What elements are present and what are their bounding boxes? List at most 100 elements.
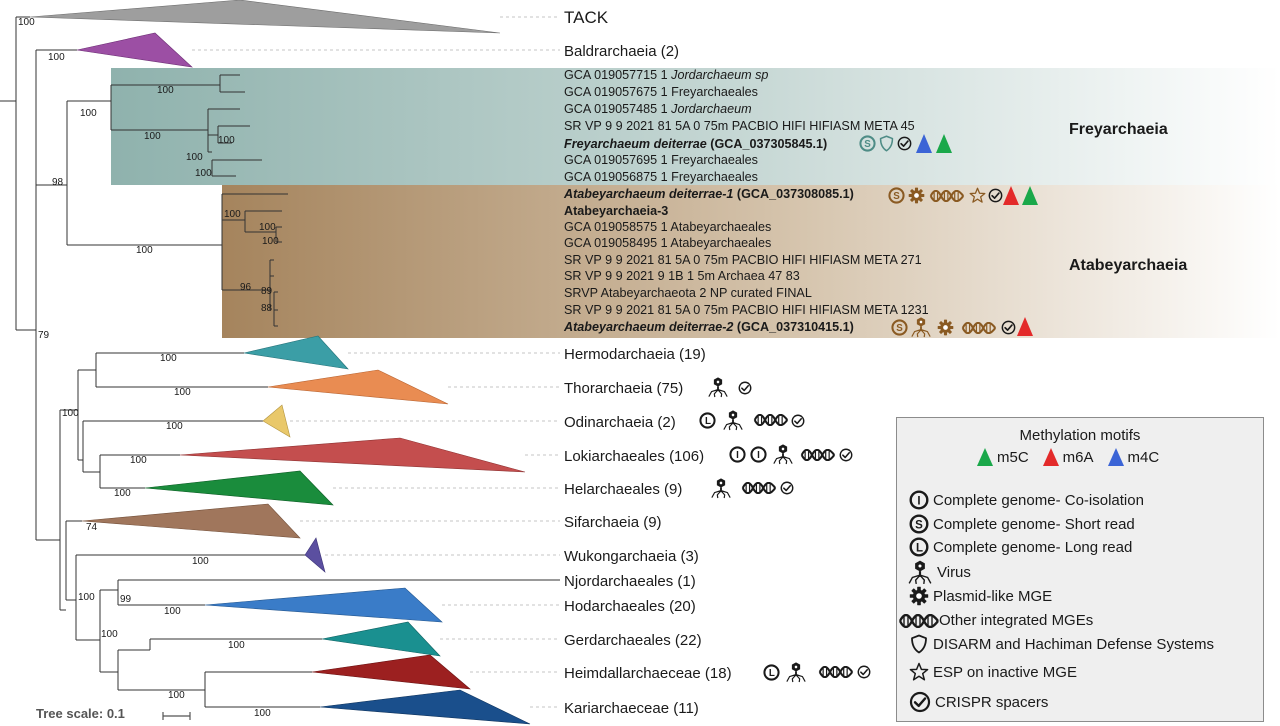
freyarchaeum-icons: [859, 134, 952, 153]
bootstrap-value: 100: [160, 353, 177, 364]
bootstrap-value: 100: [48, 52, 65, 63]
group-label-atabeyarchaeia: Atabeyarchaeia: [1069, 257, 1187, 274]
helarchaeales-icons: [711, 477, 794, 499]
legend-item-label: ESP on inactive MGE: [933, 663, 1077, 681]
clade-triangle-tack: [29, 0, 501, 34]
legend-item-label: Complete genome- Short read: [933, 515, 1135, 533]
crispr-check-icon: [839, 448, 853, 462]
bootstrap-value: 100: [101, 629, 118, 640]
clade-label-odinarchaeia: Odinarchaeia (2): [564, 414, 676, 431]
legend-item-plasmid: Plasmid-like MGE: [909, 586, 1052, 606]
leaf-label: SR VP 9 9 2021 81 5A 0 75m PACBIO HIFI H…: [564, 253, 922, 267]
bootstrap-value: 100: [157, 85, 174, 96]
legend-item-crispr: CRISPR spacers: [909, 691, 1048, 713]
bootstrap-value: 100: [144, 131, 161, 142]
virus-icon: [907, 559, 933, 585]
legend-item-virus: Virus: [907, 559, 971, 585]
dna-helix-icon: [741, 482, 777, 494]
clade-labels: TACK Baldrarchaeia (2) Hermodarchaeia (1…: [564, 8, 732, 717]
shield-icon: [909, 634, 929, 654]
clade-label-hodarchaeales: Hodarchaeales (20): [564, 598, 696, 615]
bootstrap-value: 96: [240, 282, 252, 293]
clade-label-lokiarchaeales: Lokiarchaeales (106): [564, 448, 704, 465]
clade-label-thorarchaeia: Thorarchaeia (75): [564, 380, 683, 397]
m6a-triangle-icon: [1042, 448, 1059, 466]
bootstrap-value: 88: [261, 303, 273, 314]
legend-item-label: Virus: [937, 563, 971, 581]
lokiarchaeales-icons: [729, 443, 853, 465]
legend-item-coisolation: Complete genome- Co-isolation: [909, 490, 1144, 510]
bootstrap-value: 100: [195, 168, 212, 179]
leaf-label: GCA 019057675 1 Freyarchaeales: [564, 85, 758, 99]
dna-helix-icon: [800, 449, 836, 461]
leader-lines: [192, 16, 560, 708]
crispr-check-icon: [857, 665, 871, 679]
leaf-label: SRVP Atabeyarchaeota 2 NP curated FINAL: [564, 286, 812, 300]
leaf-label: GCA 019058495 1 Atabeyarchaeales: [564, 236, 771, 250]
leaf-label: SR VP 9 9 2021 81 5A 0 75m PACBIO HIFI H…: [564, 119, 915, 133]
bootstrap-value: 100: [218, 135, 235, 146]
complete-longread-icon: [909, 537, 929, 557]
dna-helix-icon: [818, 666, 854, 678]
legend-item-label: CRISPR spacers: [935, 693, 1049, 711]
bootstrap-value: 89: [261, 286, 273, 297]
clade-triangle-gerdarchaeales: [321, 621, 441, 657]
crispr-check-icon: [909, 691, 931, 713]
atabeyarchaeia-highlight: [222, 185, 1280, 338]
bootstrap-value: 100: [136, 245, 153, 256]
dna-helix-icon: [899, 614, 939, 628]
leaf-label-atabeyarchaeum-deiterrae-2: Atabeyarchaeum deiterrae-2 (GCA_03731041…: [563, 320, 854, 334]
bootstrap-value: 100: [174, 387, 191, 398]
plasmid-gear-icon: [908, 187, 925, 204]
legend-item-label: Complete genome- Co-isolation: [933, 491, 1144, 509]
m4c-triangle-icon: [1107, 448, 1124, 466]
leaf-label: SR VP 9 9 2021 81 5A 0 75m PACBIO HIFI H…: [564, 303, 929, 317]
complete-longread-icon: [763, 664, 780, 681]
bootstrap-value: 100: [228, 640, 245, 651]
crispr-check-icon: [738, 381, 752, 395]
clade-triangle-lokiarchaeales: [179, 437, 526, 473]
clade-triangle-kariarchaeceae: [319, 689, 531, 725]
legend-item-label: DISARM and Hachiman Defense Systems: [933, 635, 1214, 653]
freyarchaeia-highlight: [111, 68, 1280, 185]
atabeyarchaeia-leaves: Atabeyarchaeum deiterrae-1 (GCA_03730808…: [563, 187, 929, 334]
clade-label-hermodarchaeia: Hermodarchaeia (19): [564, 346, 706, 363]
legend-item-label: Plasmid-like MGE: [933, 587, 1053, 605]
bootstrap-value: 100: [80, 108, 97, 119]
leaf-label: Atabeyarchaeia-3: [564, 204, 668, 218]
complete-shortread-icon: [909, 514, 929, 534]
leaf-label: GCA 019057715 1 Jordarchaeum sp: [564, 68, 768, 82]
clade-label-wukongarchaeia: Wukongarchaeia (3): [564, 548, 699, 565]
clade-label-tack: TACK: [564, 8, 609, 27]
clade-label-sifarchaeia: Sifarchaeia (9): [564, 514, 662, 531]
bootstrap-value: 100: [192, 556, 209, 567]
virus-icon: [786, 661, 806, 683]
m5c-triangle-icon: [1022, 186, 1038, 205]
virus-icon: [711, 477, 731, 499]
m6a-triangle-icon: [1017, 317, 1033, 336]
leaf-label: GCA 019056875 1 Freyarchaeales: [564, 170, 758, 184]
heimdallarchaeceae-icons: [763, 661, 871, 683]
legend-motif-m4c: m4C: [1107, 448, 1159, 466]
clade-triangles: [29, 0, 531, 725]
clade-label-heimdallarchaeceae: Heimdallarchaeceae (18): [564, 665, 732, 682]
dna-helix-icon: [753, 414, 789, 426]
clade-label-helarchaeales: Helarchaeales (9): [564, 481, 682, 498]
virus-icon: [708, 376, 728, 398]
bootstrap-value: 100: [186, 152, 203, 163]
legend-item-longread: Complete genome- Long read: [909, 537, 1132, 557]
bootstrap-value: 100: [62, 408, 79, 419]
bootstrap-value: 98: [52, 177, 64, 188]
crispr-check-icon: [791, 414, 805, 428]
leaf-label: GCA 019057695 1 Freyarchaeales: [564, 153, 758, 167]
plasmid-gear-icon: [909, 586, 929, 606]
legend-title: Methylation motifs: [1019, 427, 1141, 444]
plasmid-gear-icon: [937, 319, 954, 336]
legend-motif-label: m5C: [997, 448, 1029, 466]
bootstrap-value: 100: [166, 421, 183, 432]
bootstrap-value: 79: [38, 330, 50, 341]
atabeyarchaeum-2-icons: [891, 316, 1033, 338]
thorarchaeia-icons: [708, 376, 752, 398]
clade-label-baldrarchaeia: Baldrarchaeia (2): [564, 43, 679, 60]
clade-label-kariarchaeceae: Kariarchaeceae (11): [564, 700, 699, 717]
